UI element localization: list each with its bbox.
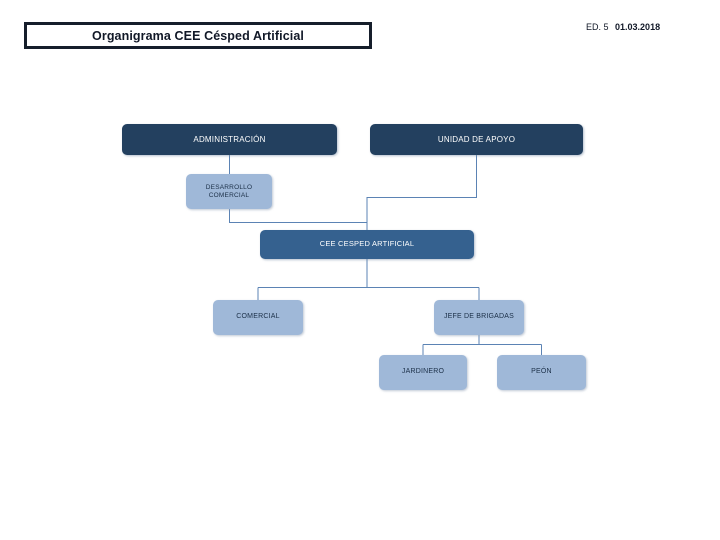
node-comercial-label: COMERCIAL xyxy=(236,313,280,321)
node-administracion[interactable]: ADMINISTRACIÓN xyxy=(122,124,337,155)
node-cee-cesped-artificial[interactable]: CEE CESPED ARTIFICIAL xyxy=(260,230,474,259)
page-title: Organigrama CEE Césped Artificial xyxy=(92,28,304,43)
edge-desarrollo-cee xyxy=(229,209,368,230)
node-administracion-label: ADMINISTRACIÓN xyxy=(193,134,266,144)
revision-date: 01.03.2018 xyxy=(615,22,661,32)
node-desarrollo-comercial-label: DESARROLLO COMERCIAL xyxy=(205,184,253,199)
node-peon[interactable]: PEÓN xyxy=(497,355,586,390)
page-title-box: Organigrama CEE Césped Artificial xyxy=(24,22,372,49)
node-unidad-de-apoyo[interactable]: UNIDAD DE APOYO xyxy=(370,124,583,155)
node-jardinero[interactable]: JARDINERO xyxy=(379,355,467,390)
edition-label: ED. 5 xyxy=(586,22,609,32)
node-desarrollo-comercial[interactable]: DESARROLLO COMERCIAL xyxy=(186,174,272,209)
node-peon-label: PEÓN xyxy=(531,368,552,376)
node-cee-cesped-artificial-label: CEE CESPED ARTIFICIAL xyxy=(319,239,415,249)
node-jardinero-label: JARDINERO xyxy=(401,368,445,376)
document-revision-meta: ED. 5 01.03.2018 xyxy=(586,22,706,32)
node-unidad-de-apoyo-label: UNIDAD DE APOYO xyxy=(437,134,516,144)
edge-unidad-cee xyxy=(366,155,477,230)
node-comercial[interactable]: COMERCIAL xyxy=(213,300,303,335)
node-jefe-de-brigadas-label: JEFE DE BRIGADAS xyxy=(443,313,515,321)
node-jefe-de-brigadas[interactable]: JEFE DE BRIGADAS xyxy=(434,300,524,335)
